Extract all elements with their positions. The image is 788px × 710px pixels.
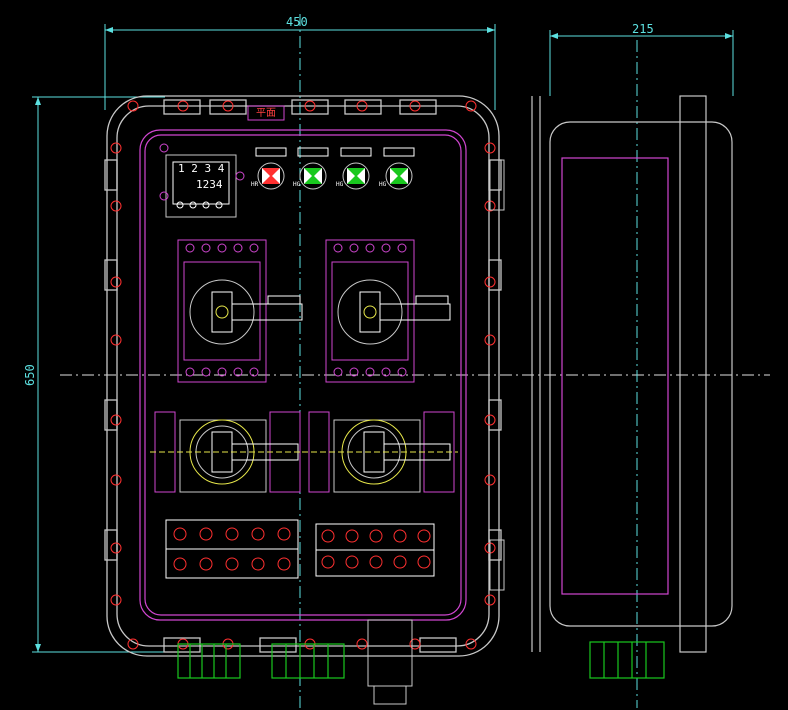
- dim-depth-label: 215: [632, 22, 654, 36]
- terminal-screw: [321, 555, 335, 569]
- side-view-hinge-top: [489, 159, 505, 211]
- bolt: [409, 100, 421, 112]
- digital-meter: [159, 143, 245, 218]
- dimension-lines: [32, 14, 770, 708]
- bolt: [356, 638, 368, 650]
- indicator-lamp-green-3: [383, 147, 415, 190]
- cable-gland-front-2: [271, 643, 345, 679]
- dim-width-label: 450: [286, 15, 308, 29]
- side-view-enclosure: [531, 95, 733, 653]
- bolt: [110, 334, 122, 346]
- isolator-switch-upper-left: [177, 239, 303, 383]
- bolt: [127, 638, 139, 650]
- bolt: [110, 542, 122, 554]
- bolt: [484, 276, 496, 288]
- terminal-screws: [173, 527, 431, 571]
- terminal-block-right: [315, 523, 435, 577]
- side-view-hinge-bottom: [489, 539, 505, 591]
- terminal-screw: [345, 555, 359, 569]
- bolt: [110, 142, 122, 154]
- terminal-screw: [369, 529, 383, 543]
- terminal-screw: [321, 529, 335, 543]
- isolator-switch-upper-right: [325, 239, 451, 383]
- nameplate: [247, 105, 285, 121]
- lamp-code-2: HG: [293, 181, 301, 188]
- terminal-screw: [225, 557, 239, 571]
- bolt: [356, 100, 368, 112]
- bolt: [110, 594, 122, 606]
- terminal-screw: [251, 527, 265, 541]
- bolt: [222, 100, 234, 112]
- rotary-switch-lower-right: [302, 411, 458, 493]
- terminal-screw: [173, 527, 187, 541]
- terminal-screw: [369, 555, 383, 569]
- front-enclosure: [104, 95, 502, 657]
- bolt: [465, 638, 477, 650]
- terminal-block-left: [165, 519, 299, 579]
- bolt: [304, 100, 316, 112]
- indicator-lamp-green-1: [297, 147, 329, 190]
- terminal-screw: [417, 555, 431, 569]
- bolt: [409, 638, 421, 650]
- bolt: [484, 142, 496, 154]
- bolt: [177, 100, 189, 112]
- cable-gland-front-3: [367, 619, 413, 705]
- lamp-code-3: HG: [336, 181, 344, 188]
- front-inner-panel: [139, 129, 467, 621]
- meter-readout-bottom: 1234: [196, 178, 223, 191]
- terminal-screw: [393, 529, 407, 543]
- terminal-screw: [393, 555, 407, 569]
- dim-height-label: 650: [23, 364, 37, 386]
- bolt: [110, 474, 122, 486]
- bolt: [484, 474, 496, 486]
- bolt: [127, 100, 139, 112]
- bolt: [465, 100, 477, 112]
- rotary-switch-lower-left: [150, 411, 306, 493]
- bolt: [484, 334, 496, 346]
- terminal-screw: [277, 527, 291, 541]
- bolt: [110, 276, 122, 288]
- indicator-lamp-red: [255, 147, 287, 190]
- lamp-code-4: HG: [379, 181, 387, 188]
- side-view-cable-gland: [589, 641, 665, 679]
- lamp-code-1: HR: [251, 181, 259, 188]
- terminal-screw: [199, 557, 213, 571]
- dimension-arrows: [35, 27, 733, 652]
- bolt: [484, 414, 496, 426]
- terminal-screw: [173, 557, 187, 571]
- terminal-screw: [225, 527, 239, 541]
- nameplate-label: 平面: [256, 108, 276, 119]
- terminal-screw: [345, 529, 359, 543]
- meter-readout-top: 1 2 3 4: [178, 162, 225, 175]
- bolt: [110, 414, 122, 426]
- cable-gland-front-1: [177, 643, 241, 679]
- terminal-screw: [417, 529, 431, 543]
- terminal-screw: [277, 557, 291, 571]
- terminal-screw: [199, 527, 213, 541]
- indicator-lamp-green-2: [340, 147, 372, 190]
- bolt: [484, 594, 496, 606]
- bolt: [110, 200, 122, 212]
- terminal-screw: [251, 557, 265, 571]
